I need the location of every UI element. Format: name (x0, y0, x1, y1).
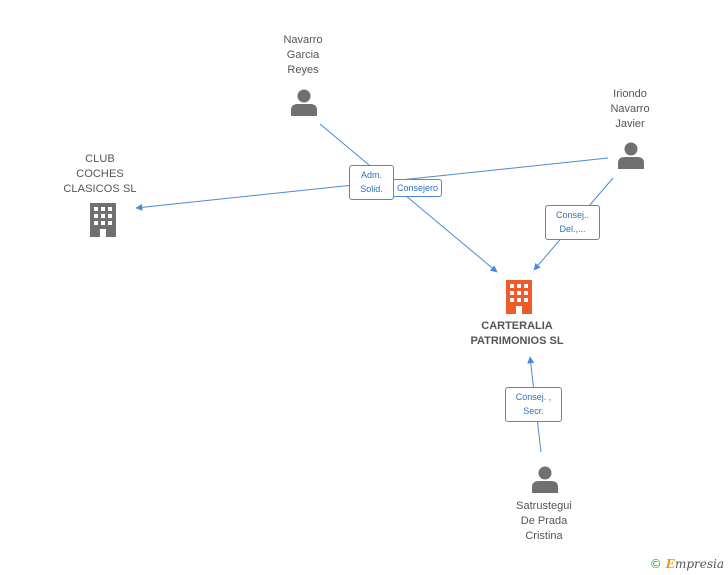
copyright-icon: © (649, 557, 662, 571)
person-icon[interactable] (290, 88, 318, 116)
company-label-club: CLUB COCHES CLASICOS SL (63, 153, 137, 195)
company-label-carteralia: CARTERALIA PATRIMONIOS SL (470, 320, 564, 347)
edge-badge-consej-del[interactable]: Consej.. Del.,... (545, 205, 600, 240)
person-label-satrustegui: Satrustegui De Prada Cristina (516, 500, 572, 542)
empresia-logo: ©Empresia (649, 557, 724, 571)
person-label-iriondo: Iriondo Navarro Javier (610, 88, 650, 130)
edge-badge-consej-secr[interactable]: Consej. , Secr. (505, 387, 562, 422)
person-label-navarro: Navarro Garcia Reyes (283, 34, 323, 76)
building-icon[interactable] (87, 203, 119, 237)
building-icon[interactable] (503, 280, 535, 314)
person-icon[interactable] (617, 141, 645, 169)
person-icon[interactable] (531, 465, 559, 493)
edge-navarro-carteralia (319, 123, 498, 273)
edge-badge-adm-solid[interactable]: Adm. Solid. (349, 165, 394, 200)
